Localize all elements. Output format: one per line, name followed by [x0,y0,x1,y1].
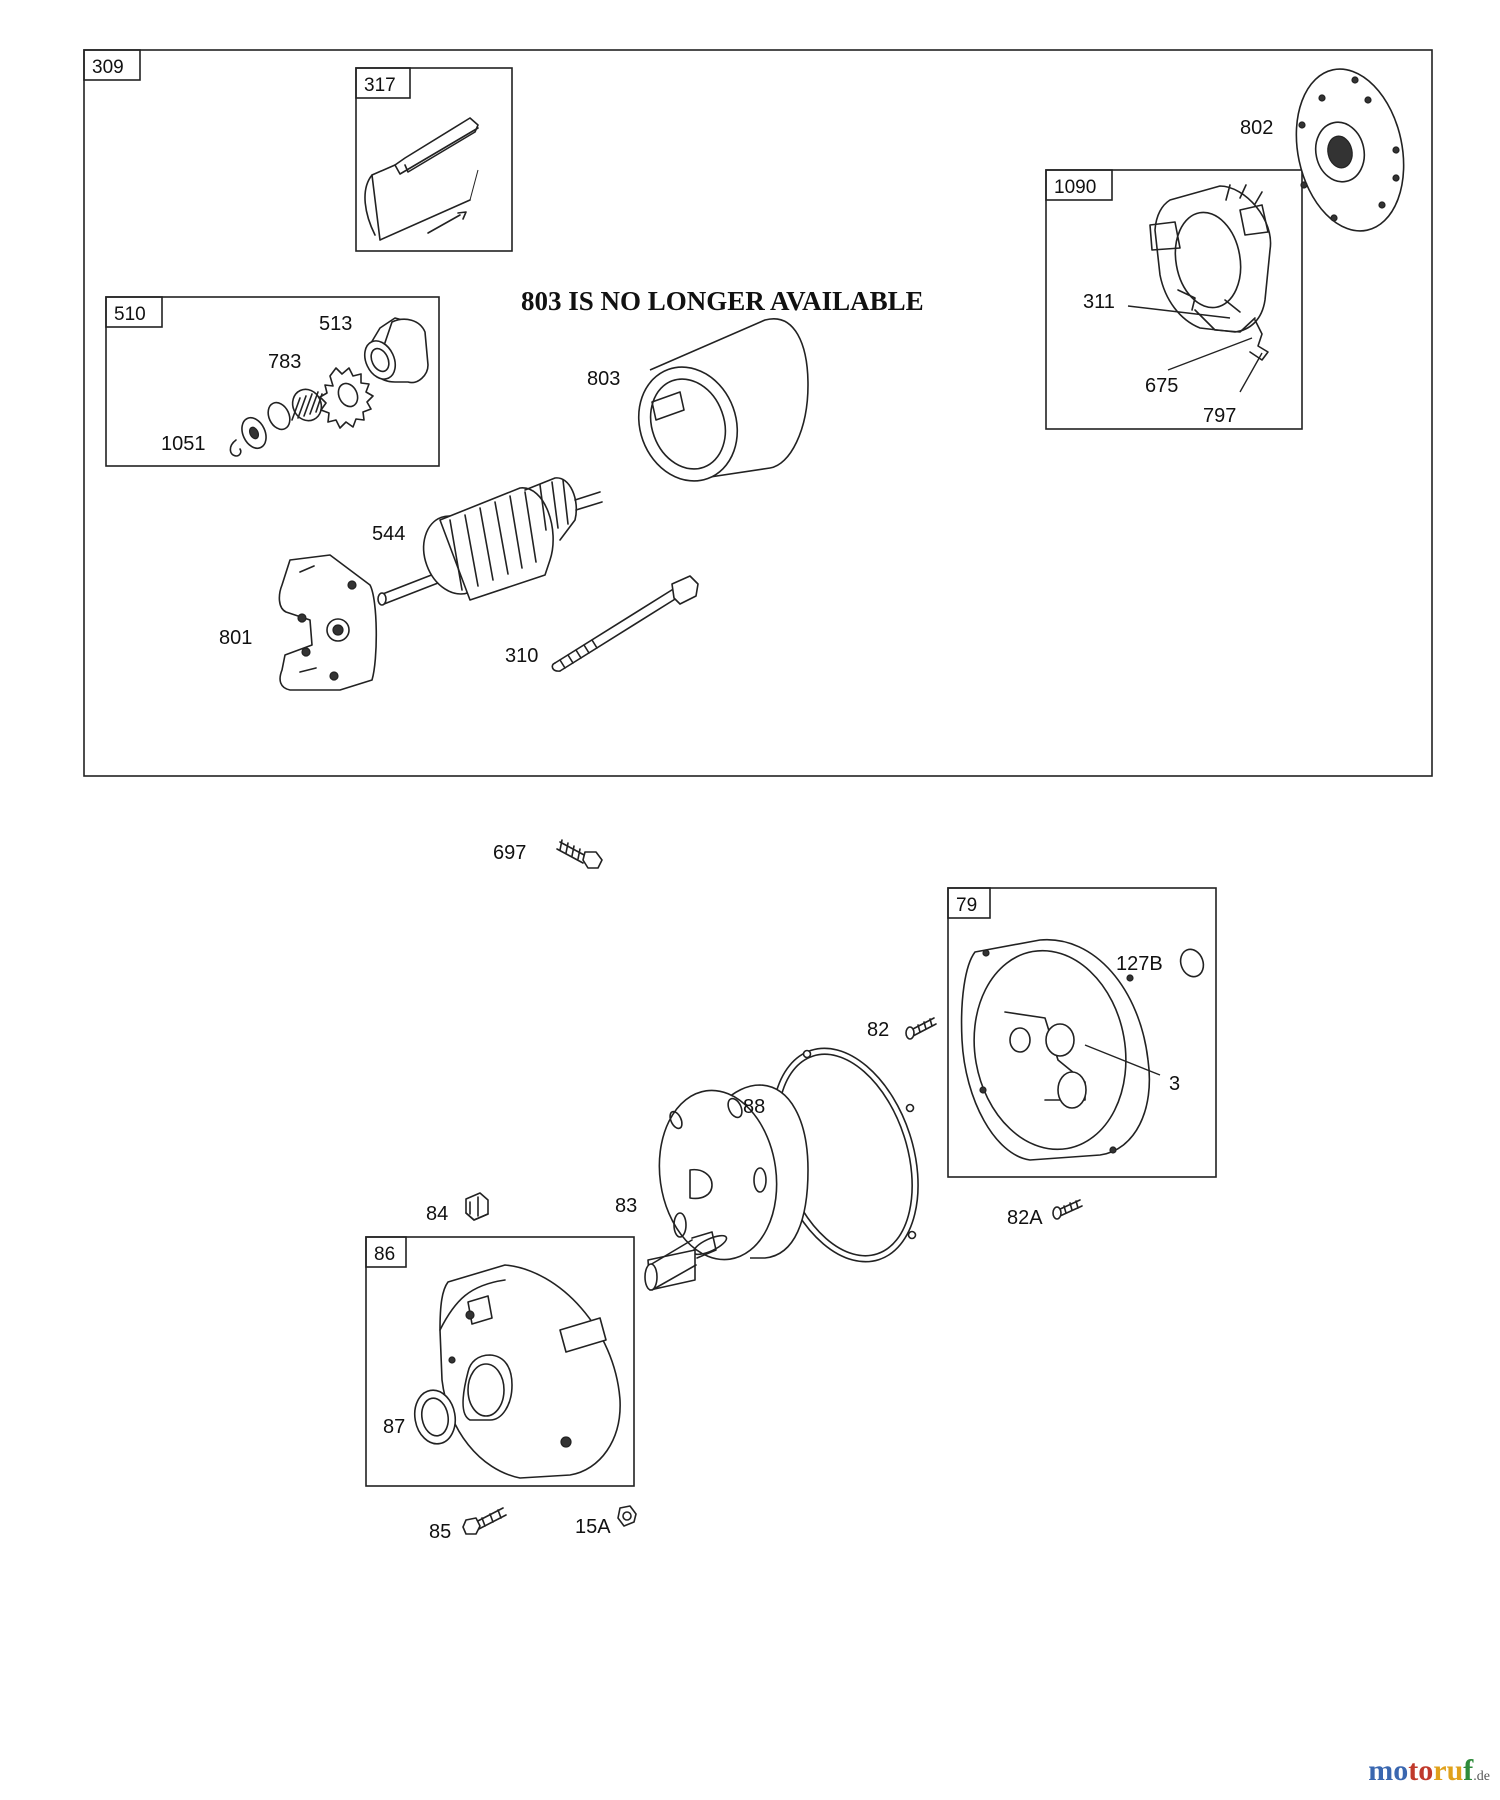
label-783[interactable]: 783 [268,351,301,373]
frame-79 [947,887,1217,1178]
tag-510-text[interactable]: 510 [114,304,146,325]
frame-309 [83,49,1433,777]
frame-86 [365,1236,635,1487]
frame-1090 [1045,169,1303,430]
label-3[interactable]: 3 [1169,1073,1180,1095]
label-513[interactable]: 513 [319,313,352,335]
tag-317 [355,67,411,99]
label-83[interactable]: 83 [615,1195,637,1217]
armature-544-part[interactable] [377,477,603,606]
screw-82A-part[interactable] [1052,1199,1083,1220]
screw-82-part[interactable] [905,1017,937,1040]
rotor-83-part[interactable] [644,1083,809,1291]
plug-84-part[interactable] [465,1192,489,1221]
watermark-part-1: mo [1368,1754,1409,1787]
nut-15A-part[interactable] [617,1505,637,1527]
label-544[interactable]: 544 [372,523,405,545]
label-127B[interactable]: 127B [1116,953,1163,975]
label-82[interactable]: 82 [867,1019,889,1041]
screw-85-part[interactable] [462,1507,507,1535]
leader-675 [1167,337,1253,371]
watermark-logo: motoruf.de [1368,1754,1490,1788]
label-87[interactable]: 87 [383,1416,405,1438]
watermark-part-3: ru [1433,1754,1464,1787]
cover-317-part[interactable] [364,117,479,241]
tag-1090-text[interactable]: 1090 [1054,177,1096,198]
end-cover-86-part[interactable] [439,1264,621,1479]
tag-1090 [1045,169,1113,201]
notice-text: 803 IS NO LONGER AVAILABLE [521,286,924,316]
label-802[interactable]: 802 [1240,117,1273,139]
watermark-tld: .de [1473,1769,1490,1784]
tag-317-text[interactable]: 317 [364,75,396,96]
frame-510 [105,296,440,467]
label-310[interactable]: 310 [505,645,538,667]
end-cap-801-part[interactable] [278,554,378,691]
housing-803-part[interactable] [623,318,809,495]
watermark-part-2: to [1408,1754,1434,1787]
seal-87-part[interactable] [411,1387,460,1447]
label-84[interactable]: 84 [426,1203,448,1225]
tag-79 [947,887,991,919]
label-1051[interactable]: 1051 [161,433,206,455]
label-797[interactable]: 797 [1203,405,1236,427]
watermark-part-4: f [1463,1754,1474,1787]
label-85[interactable]: 85 [429,1521,451,1543]
tag-79-text[interactable]: 79 [956,895,977,916]
pinion-kit-part[interactable] [229,317,429,457]
label-15A[interactable]: 15A [575,1516,611,1538]
tag-309-text[interactable]: 309 [92,57,124,78]
tag-86 [365,1236,407,1268]
plug-127B-part[interactable] [1177,946,1207,980]
label-801[interactable]: 801 [219,627,252,649]
label-311[interactable]: 311 [1083,291,1115,313]
tag-86-text[interactable]: 86 [374,1244,395,1265]
bolt-697-part[interactable] [556,839,603,869]
tag-309 [83,49,141,81]
label-697[interactable]: 697 [493,842,526,864]
label-803[interactable]: 803 [587,368,620,390]
frame-317 [355,67,513,252]
through-bolt-310-part[interactable] [551,575,699,672]
leader-311 [1127,305,1231,319]
tag-510 [105,296,163,328]
end-plate-802-part[interactable] [1282,59,1418,241]
brush-holder-part[interactable] [1149,184,1272,361]
housing-79-part[interactable] [959,938,1151,1161]
leader-3 [1084,1044,1161,1076]
label-88[interactable]: 88 [743,1096,765,1118]
label-82A[interactable]: 82A [1007,1207,1043,1229]
label-675[interactable]: 675 [1145,375,1178,397]
leader-797 [1239,352,1263,393]
